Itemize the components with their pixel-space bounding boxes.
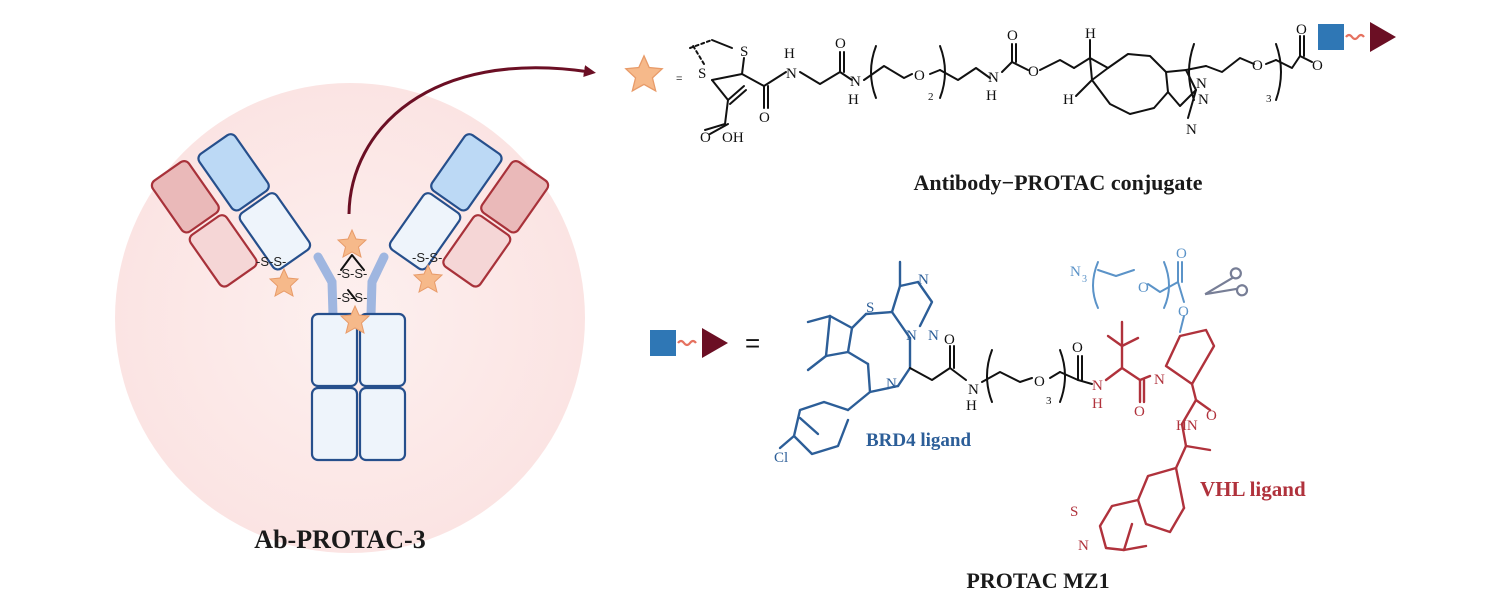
linker-wave-icon <box>677 339 697 347</box>
maleimide-ring <box>689 39 853 135</box>
atom-O: O <box>1007 28 1018 44</box>
disulfide-tether-lines <box>340 254 365 301</box>
e3-triangle-icon <box>1370 22 1396 52</box>
equals-sign: = <box>745 328 760 358</box>
atom-O: O <box>1134 404 1145 420</box>
atom-O: O <box>700 130 711 146</box>
brd4-ligand-structure <box>778 260 934 456</box>
subscript-2: 2 <box>928 91 934 103</box>
atom-O: O <box>1206 408 1217 424</box>
atom-N: N <box>850 74 861 90</box>
atom-H: H <box>1085 26 1096 42</box>
vhl-label: VHL ligand <box>1200 477 1306 501</box>
left-light-chain <box>150 160 258 288</box>
atom-N: N <box>786 66 797 82</box>
atom-O: O <box>1176 246 1187 262</box>
subscript-3: 3 <box>1046 395 1052 407</box>
right-heavy-chain <box>388 133 503 271</box>
atom-OH: OH <box>722 130 744 146</box>
atom-O: O <box>1034 374 1045 390</box>
disulfide-right: -S-S- <box>412 250 442 265</box>
atom-H: H <box>986 88 997 104</box>
linker-wave-icon <box>1345 33 1365 41</box>
disulfide-left: -S-S- <box>256 254 286 269</box>
warhead-square-icon <box>1318 24 1344 50</box>
scissors-icon <box>1204 267 1249 297</box>
equals-small: = <box>676 73 682 85</box>
subscript-3: 3 <box>1266 93 1272 105</box>
atom-S: S <box>866 300 874 316</box>
right-light-chain <box>442 160 550 288</box>
peg-linker-mz1 <box>909 345 1093 403</box>
peg2-segment <box>863 43 1075 99</box>
atom-O: O <box>914 68 925 84</box>
atom-O: O <box>1072 340 1083 356</box>
atom-O: O <box>1296 22 1307 38</box>
atom-N: N <box>928 328 939 344</box>
atom-N: N <box>886 376 897 392</box>
atom-N: N <box>988 70 999 86</box>
protac-structure: = S N N N N Cl <box>650 246 1306 593</box>
atom-H: H <box>1063 92 1074 108</box>
atom-O: O <box>944 332 955 348</box>
atom-H: H <box>848 92 859 108</box>
atom-O: O <box>1252 58 1263 74</box>
atom-N3: N <box>1070 264 1081 280</box>
atom-N: N <box>1198 92 1209 108</box>
atom-O: O <box>1312 58 1323 74</box>
antibody-panel: -S-S- -S-S- -S-S- -S-S- Ab-PROTAC-3 <box>115 65 596 554</box>
disulfide-bonds: -S-S- -S-S- -S-S- -S-S- <box>256 250 442 305</box>
atom-N: N <box>1154 372 1165 388</box>
atom-O: O <box>1138 280 1149 296</box>
atom-O: O <box>1178 304 1189 320</box>
disulfide-hinge-bottom: -S-S- <box>337 290 367 305</box>
atom-N: N <box>968 382 979 398</box>
atom-N: N <box>1078 538 1089 554</box>
atom-N: N <box>1196 76 1207 92</box>
atom-N: N <box>918 272 929 288</box>
atom-H: H <box>966 398 977 414</box>
brd4-label: BRD4 ligand <box>866 430 971 451</box>
peg3-segment <box>1188 35 1313 101</box>
atom-HN: HN <box>1176 418 1198 434</box>
curved-arrow-icon <box>347 65 596 215</box>
atom-N: N <box>1186 122 1197 138</box>
azide-linker <box>1092 261 1185 333</box>
atom-N: N <box>906 328 917 344</box>
atom-O: O <box>1028 64 1039 80</box>
star-icon <box>625 55 663 92</box>
conjugate-structure: = S S O O OH <box>625 22 1396 195</box>
protac-label: PROTAC MZ1 <box>966 568 1109 593</box>
atom-S: S <box>698 66 706 82</box>
subscript-3: 3 <box>1082 274 1087 285</box>
left-heavy-chain <box>197 133 312 271</box>
atom-H: H <box>1092 396 1103 412</box>
payload-icon-top <box>1318 22 1396 52</box>
disulfide-hinge-top: -S-S- <box>337 266 367 281</box>
bcn-triazole-ring <box>1073 39 1207 119</box>
atom-N: N <box>1092 378 1103 394</box>
warhead-square-icon <box>650 330 676 356</box>
conjugate-label: Antibody−PROTAC conjugate <box>914 170 1203 195</box>
atom-Cl: Cl <box>774 450 788 466</box>
atom-H: H <box>784 46 795 62</box>
antibody-label: Ab-PROTAC-3 <box>254 525 425 554</box>
atom-O: O <box>759 110 770 126</box>
atom-S: S <box>740 44 748 60</box>
e3-triangle-icon <box>702 328 728 358</box>
atom-O: O <box>835 36 846 52</box>
atom-S: S <box>1070 504 1078 520</box>
hinge-region <box>313 252 389 320</box>
payload-icon-eq: = <box>650 328 760 358</box>
vhl-ligand-structure <box>1098 320 1216 552</box>
